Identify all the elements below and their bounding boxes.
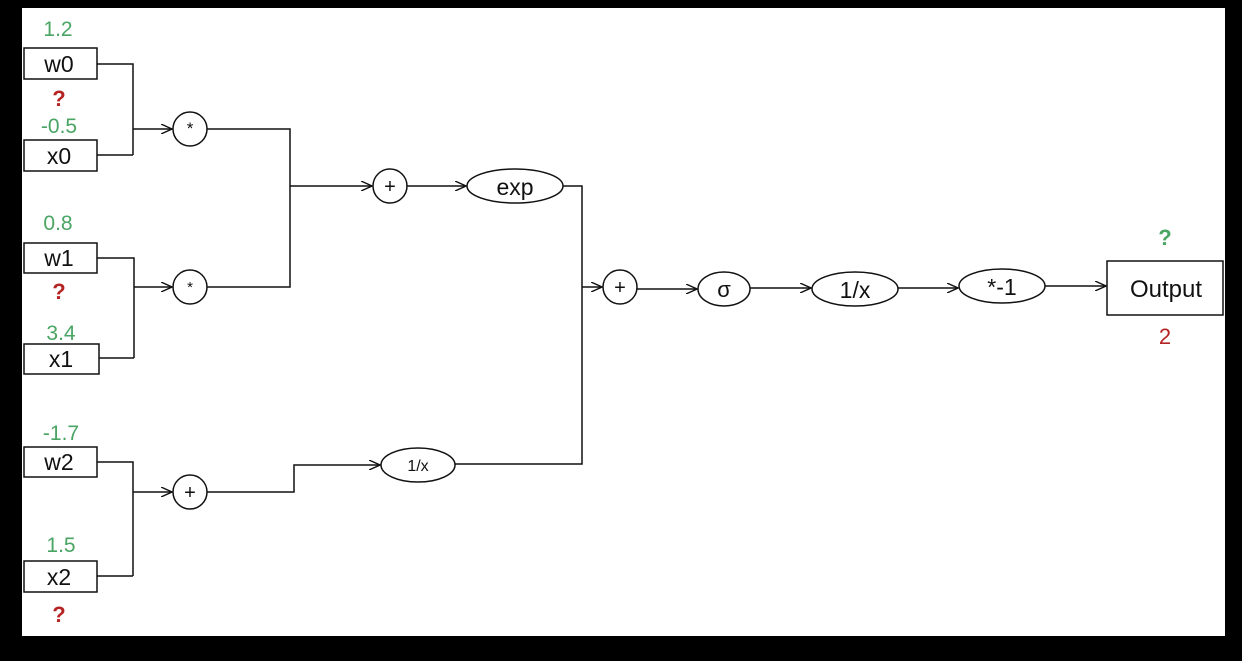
- op-node-reciprocal-bottom: 1/x: [380, 447, 456, 483]
- gradient-label-w1: ?: [52, 279, 65, 304]
- wire-mul0-addtop: [207, 128, 291, 288]
- wire-w2-addbottom: [97, 461, 134, 576]
- op-node-negate: *-1: [958, 268, 1046, 304]
- input-node-x2: 1.5 x2 ?: [23, 534, 98, 627]
- value-label-w2: -1.7: [43, 422, 79, 445]
- node-label-x0: x0: [47, 143, 71, 169]
- gradient-label-x2: ?: [52, 602, 65, 627]
- value-label-x2: 1.5: [46, 534, 75, 557]
- op-node-sigma: σ: [697, 271, 751, 307]
- op-label-multiply-0: *: [187, 119, 194, 138]
- op-label-reciprocal-main: 1/x: [840, 277, 871, 303]
- node-label-w1: w1: [43, 245, 73, 271]
- input-node-w2: -1.7 w2: [23, 422, 98, 478]
- input-node-x1: 3.4 x1: [23, 322, 100, 375]
- op-label-add-main: +: [614, 277, 626, 299]
- value-label-x1: 3.4: [46, 322, 76, 345]
- input-node-w1: 0.8 w1 ?: [23, 212, 98, 304]
- output-node: ? Output 2: [1106, 225, 1224, 349]
- value-label-x0: -0.5: [41, 115, 77, 138]
- wire-addbottom-recip: [207, 465, 380, 493]
- op-node-add-main: +: [602, 269, 638, 305]
- op-label-sigma: σ: [717, 277, 731, 302]
- op-label-negate: *-1: [987, 274, 1016, 300]
- value-label-w1: 0.8: [43, 212, 72, 235]
- node-label-w0: w0: [43, 51, 73, 77]
- node-label-w2: w2: [43, 449, 73, 475]
- op-node-multiply-1: *: [172, 269, 208, 305]
- input-node-w0: 1.2 w0 ?: [23, 18, 98, 111]
- diagram-canvas: [22, 8, 1225, 636]
- op-node-multiply-0: *: [172, 111, 208, 147]
- node-label-output: Output: [1130, 276, 1202, 303]
- op-node-reciprocal-main: 1/x: [811, 271, 899, 307]
- value-label-w0: 1.2: [43, 18, 72, 41]
- wire-w0-mul0: [97, 63, 134, 155]
- op-node-exp: exp: [466, 168, 564, 204]
- gradient-label-output: ?: [1158, 225, 1171, 250]
- op-label-add-top: +: [384, 176, 396, 198]
- value-label-output: 2: [1159, 324, 1171, 349]
- op-label-add-bottom: +: [184, 482, 196, 504]
- op-label-exp: exp: [496, 174, 533, 200]
- op-label-multiply-1: *: [187, 279, 193, 296]
- node-label-x2: x2: [47, 564, 71, 590]
- input-node-x0: -0.5 x0: [23, 115, 98, 172]
- wire-exp-addmain: [455, 185, 583, 465]
- op-node-add-top: +: [372, 168, 408, 204]
- gradient-label-w0: ?: [52, 86, 65, 111]
- node-label-x1: x1: [49, 346, 73, 372]
- wire-w1-mul1: [97, 257, 135, 358]
- wires: [97, 63, 1106, 577]
- op-node-add-bottom: +: [172, 474, 208, 510]
- op-label-reciprocal-bottom: 1/x: [407, 458, 428, 475]
